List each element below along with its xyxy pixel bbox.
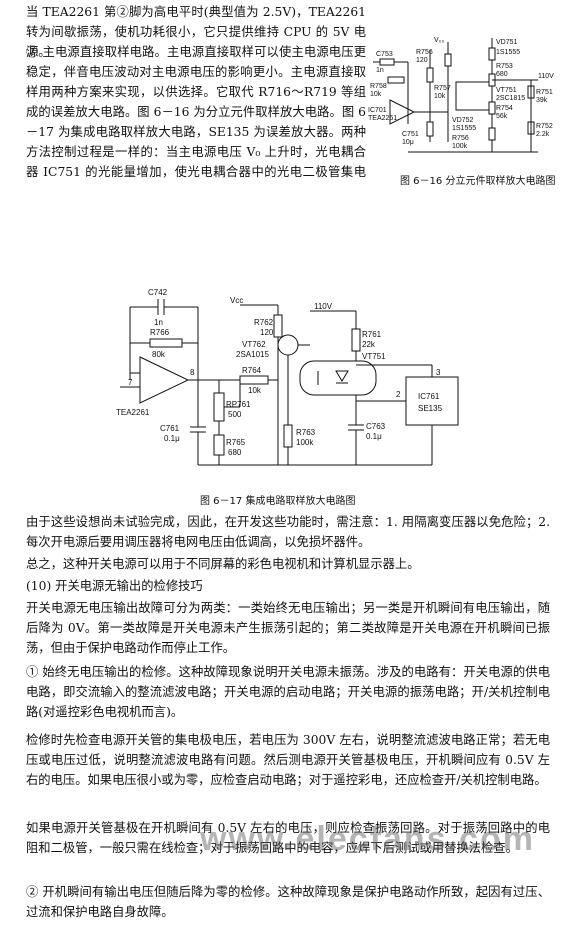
fig16-label-r758: R758: [370, 83, 387, 90]
figure-6-17-caption: 图 6－17 集成电路取样放大电路图: [200, 496, 356, 507]
fig16-label-c751-value: 10μ: [402, 139, 414, 146]
paragraph-top-2: ② 主电源直接取样电路。主电源直接取样可以使主电源电压更稳定，伴音电压波动对主电…: [26, 42, 366, 178]
fig17-label-r761-value: 22k: [362, 340, 376, 349]
fig17-label-c742-value: 1n: [154, 318, 163, 327]
fig16-label-r754: R754: [496, 105, 513, 112]
fig16-label-r753-value: 680: [496, 71, 508, 78]
fig17-label-tea2261: TEA2261: [116, 408, 150, 417]
fig16-label-ic701: IC701: [368, 107, 387, 114]
fig16-label-1s1555: 1S1555: [496, 49, 520, 56]
fig17-label-r764: R764: [242, 366, 262, 375]
fig16-label-vt751: VT751: [496, 87, 517, 94]
fig16-label-c753: C753: [376, 51, 393, 58]
fig16-label-r756b-value: 100k: [452, 143, 468, 150]
fig16-label-r756-value: 120: [416, 57, 428, 64]
fig17-label-c761-value: 0.1μ: [164, 434, 180, 443]
figure-6-16-schematic: C753 1n V₀₀ VD751 R756 120 1S1555 R758 1…: [368, 37, 554, 153]
fig16-label-c753-value: 1n: [376, 67, 384, 74]
fig17-label-vcc: Vcc: [230, 296, 243, 305]
paragraph-6: ① 始终无电压输出的检修。这种故障现象说明开关电源未振荡。涉及的电路有：开关电源…: [26, 665, 550, 719]
fig17-label-r762-value: 120: [260, 328, 274, 337]
fig16-label-r758-value: 10k: [370, 91, 382, 98]
fig16-label-c751: C751: [402, 131, 419, 138]
fig17-label-r762: R762: [254, 318, 274, 327]
fig17-label-se135: SE135: [418, 404, 443, 413]
site-watermark: www.elecfans.com: [200, 820, 535, 858]
fig16-label-110v: 110V: [538, 73, 554, 80]
fig17-label-pin7: 7: [128, 378, 133, 387]
fig16-label-r757-value: 10k: [434, 93, 446, 100]
fig17-label-c763-value: 0.1μ: [366, 432, 382, 441]
fig17-label-vt751: VT751: [362, 352, 386, 361]
fig16-label-r754-value: 56k: [496, 113, 508, 120]
fig16-label-r751: R751: [536, 89, 553, 96]
fig17-label-c742: C742: [148, 288, 168, 297]
fig16-label-vd752: VD752: [452, 117, 474, 124]
paragraph-4: 总之，这种开关电源可以用于不同屏幕的彩色电视机和计算机显示器上。: [26, 557, 420, 571]
fig17-label-rp761: RP761: [226, 400, 251, 409]
paragraph-5: 开关电源无电压输出故障可分为两类：一类始终无电压输出；另一类是开机瞬间有电压输出…: [26, 601, 550, 655]
fig17-label-r765: R765: [226, 438, 246, 447]
paragraph-8: 如果电源开关管基极在开机瞬间有 0.5V 左右的电压，则应检查振荡回路。对于振荡…: [26, 821, 550, 855]
fig16-label-r751-value: 39k: [536, 97, 548, 104]
paragraph-3: 由于这些设想尚未试验完成，因此，在开发这些功能时，需注意：1. 用隔离变压器以免…: [26, 515, 550, 549]
fig17-label-r765-value: 680: [228, 448, 242, 457]
fig16-label-2sc1815: 2SC1815: [496, 95, 525, 102]
section-heading-10: (10) 开关电源无输出的检修技巧: [26, 579, 203, 593]
fig17-label-pin2: 2: [396, 390, 401, 399]
fig17-label-rp761-value: 500: [228, 410, 242, 419]
fig17-label-r766: R766: [150, 328, 170, 337]
paragraph-9: ② 开机瞬间有输出电压但随后降为零的检修。这种故障现象是保护电路动作所致，起因有…: [26, 885, 550, 919]
paragraph-top-1: 当 TEA2261 第②脚为高电平时(典型值为 2.5V)，TEA2261 转为…: [26, 5, 366, 59]
fig17-label-vt762: VT762: [242, 340, 266, 349]
fig16-label-r756: R756: [416, 49, 433, 56]
fig16-label-1s1555-b: 1S1555: [452, 125, 476, 132]
fig17-label-r764-value: 10k: [248, 386, 262, 395]
fig17-label-2sa1015: 2SA1015: [236, 350, 269, 359]
fig17-label-r766-value: 80k: [152, 350, 166, 359]
fig17-label-pin8: 8: [190, 368, 195, 377]
fig17-label-c763: C763: [366, 422, 386, 431]
fig16-label-r756b: R756: [452, 135, 469, 142]
fig16-label-r753: R753: [496, 63, 513, 70]
fig17-label-c761: C761: [160, 424, 180, 433]
fig16-label-r757: R757: [434, 85, 451, 92]
paragraph-top-2-text: ② 主电源直接取样电路。主电源直接取样可以使主电源电压更稳定，伴音电压波动对主电…: [26, 45, 366, 178]
fig16-label-vd751: VD751: [496, 39, 518, 46]
fig17-label-110v: 110V: [314, 302, 333, 311]
fig17-label-r763: R763: [296, 428, 316, 437]
figure-6-16-caption: 图 6－16 分立元件取样放大电路图: [400, 176, 556, 187]
fig17-label-r763-value: 100k: [296, 438, 314, 447]
fig16-label-vcc: V₀₀: [434, 37, 445, 44]
figure-6-17-schematic: C742 1n R766 80k 7 8 TEA2261 Vcc R762 12…: [116, 288, 459, 466]
fig16-label-r752-value: 2.2k: [536, 131, 550, 138]
fig16-label-tea2261: TEA2261: [368, 115, 397, 122]
fig17-label-ic761: IC761: [418, 392, 440, 401]
fig16-label-r752: R752: [536, 123, 553, 130]
fig17-label-pin3: 3: [436, 368, 441, 377]
fig17-label-r761: R761: [362, 330, 382, 339]
paragraph-7: 检修时先检查电源开关管的集电极电压，若电压为 300V 左右，说明整流滤波电路正…: [26, 733, 550, 787]
